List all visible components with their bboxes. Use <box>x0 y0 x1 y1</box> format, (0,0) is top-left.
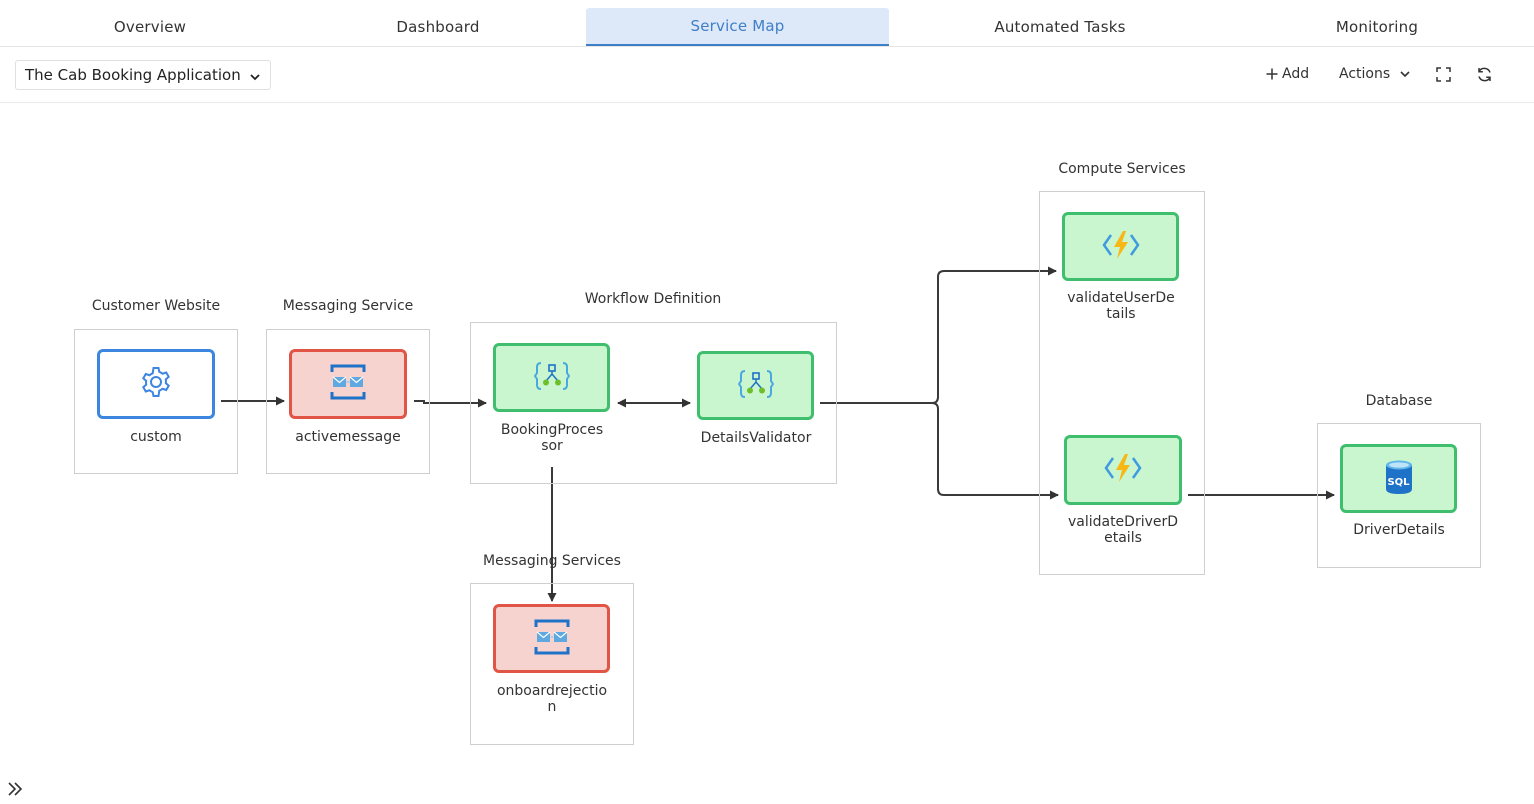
node-driver-details[interactable]: SQL <box>1340 444 1457 513</box>
tab-service-map[interactable]: Service Map <box>586 8 889 46</box>
sql-badge: SQL <box>1387 477 1410 488</box>
node-label-booking-processor: BookingProces sor <box>501 422 603 454</box>
node-label-line: n <box>547 699 557 715</box>
group-title-messaging-services: Messaging Services <box>483 553 621 569</box>
group-title-customer-website: Customer Website <box>91 298 221 314</box>
node-custom[interactable] <box>97 349 215 419</box>
tab-overview[interactable]: Overview <box>113 18 187 36</box>
group-messaging-service <box>266 329 430 474</box>
tab-bar: Overview Dashboard Service Map Automated… <box>0 0 1534 47</box>
node-validate-driver-details[interactable] <box>1064 435 1182 505</box>
fullscreen-button[interactable] <box>1436 63 1451 85</box>
tab-dashboard[interactable]: Dashboard <box>396 18 480 36</box>
double-chevron-right-icon <box>6 782 24 802</box>
node-activemessage[interactable] <box>289 349 407 419</box>
node-label-onboardrejection: onboardrejectio n <box>497 683 607 715</box>
fullscreen-icon <box>1436 66 1451 82</box>
group-workflow-definition <box>470 322 837 484</box>
application-select-value: The Cab Booking Application <box>25 66 241 84</box>
group-title-compute-services: Compute Services <box>1058 161 1186 177</box>
expand-panel-button[interactable] <box>6 780 26 800</box>
node-label-line: validateUserDe <box>1067 290 1175 306</box>
group-title-database: Database <box>1365 393 1433 409</box>
gear-icon <box>139 365 173 403</box>
chevron-down-icon <box>249 69 261 87</box>
link-detailsvalidator-validateuser <box>820 266 1057 404</box>
node-label-line: BookingProces <box>500 422 604 438</box>
link-detailsvalidator-validatedriver <box>931 402 1059 500</box>
service-bus-icon <box>534 619 570 659</box>
service-bus-icon <box>330 364 366 404</box>
node-label-driver-details: DriverDetails <box>1353 522 1445 538</box>
node-label-line: sor <box>541 438 563 454</box>
link-activemessage-bookingprocessor <box>414 398 487 408</box>
node-onboardrejection[interactable] <box>493 604 610 673</box>
group-compute-services <box>1039 191 1205 575</box>
node-label-details-validator: DetailsValidator <box>700 430 812 446</box>
service-map-canvas[interactable]: Customer Website custom Messaging Servic… <box>0 103 1534 804</box>
group-title-messaging-service: Messaging Service <box>282 298 414 314</box>
tab-automated-tasks[interactable]: Automated Tasks <box>994 18 1126 36</box>
node-label-line: tails <box>1106 306 1136 322</box>
plus-icon <box>1266 68 1278 80</box>
node-validate-user-details[interactable] <box>1062 212 1179 281</box>
node-label-line: onboardrejectio <box>496 683 608 699</box>
toolbar: The Cab Booking Application Add Actions <box>0 47 1534 103</box>
group-customer-website <box>74 329 238 474</box>
node-label-validate-driver-details: validateDriverD etails <box>1068 514 1178 546</box>
add-button-label: Add <box>1282 66 1310 82</box>
node-label-line: etails <box>1104 530 1142 546</box>
chevron-down-icon <box>1399 68 1411 80</box>
function-app-icon <box>1104 452 1142 488</box>
actions-label: Actions <box>1339 66 1391 82</box>
logic-app-icon <box>737 368 774 404</box>
actions-dropdown[interactable]: Actions <box>1339 63 1411 85</box>
node-label-custom: custom <box>130 429 182 445</box>
node-details-validator[interactable] <box>697 351 814 420</box>
function-app-icon <box>1101 229 1140 265</box>
node-booking-processor[interactable] <box>493 343 610 412</box>
node-label-validate-user-details: validateUserDe tails <box>1067 290 1175 322</box>
node-label-activemessage: activemessage <box>295 429 401 445</box>
group-messaging-services <box>470 583 634 745</box>
connectors <box>221 266 1335 602</box>
node-label-line: validateDriverD <box>1067 514 1179 530</box>
group-title-workflow-definition: Workflow Definition <box>584 291 722 307</box>
sql-database-icon: SQL <box>1385 459 1413 499</box>
logic-app-icon <box>533 360 570 396</box>
tab-monitoring[interactable]: Monitoring <box>1335 18 1419 36</box>
refresh-icon <box>1476 66 1493 83</box>
add-button[interactable]: Add <box>1266 63 1309 85</box>
refresh-button[interactable] <box>1476 63 1493 85</box>
group-database <box>1317 423 1481 568</box>
application-select[interactable]: The Cab Booking Application <box>15 60 271 90</box>
